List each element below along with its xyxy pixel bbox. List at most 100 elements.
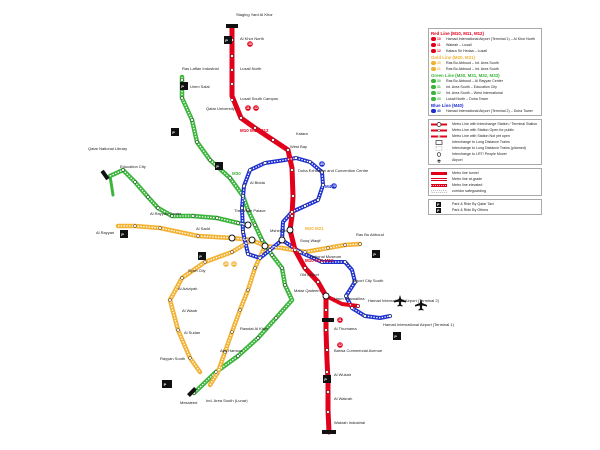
label-al-aziziyah[interactable]: Al Aziziyah bbox=[178, 286, 197, 291]
station-dot[interactable] bbox=[291, 194, 295, 198]
park-ride-icon[interactable] bbox=[372, 250, 380, 258]
park-ride-icon[interactable] bbox=[224, 36, 232, 44]
label-hamad-t1[interactable]: Hamad International Airport (Terminal 1) bbox=[383, 322, 455, 327]
station-dot[interactable] bbox=[326, 390, 330, 394]
station-dot[interactable] bbox=[256, 336, 260, 340]
station-dot[interactable] bbox=[320, 260, 324, 264]
station-dot[interactable] bbox=[280, 266, 284, 270]
label-barwa-commercial[interactable]: Barwa Commercial Avenue bbox=[334, 348, 383, 353]
interchange-station-dot[interactable] bbox=[286, 226, 294, 234]
label-al-rayyan-center[interactable]: Al Rayyan Center bbox=[150, 211, 182, 216]
station-dot[interactable] bbox=[350, 306, 354, 310]
station-dot[interactable] bbox=[344, 294, 348, 298]
station-dot[interactable] bbox=[316, 280, 320, 284]
interchange-station-dot[interactable] bbox=[228, 234, 236, 242]
label-west-bay[interactable]: West Bay bbox=[290, 144, 307, 149]
interchange-station-dot[interactable] bbox=[248, 236, 256, 244]
station-dot[interactable] bbox=[263, 161, 267, 165]
station-dot[interactable] bbox=[356, 304, 360, 308]
station-dot[interactable] bbox=[236, 354, 240, 358]
station-dot[interactable] bbox=[180, 96, 184, 100]
station-dot[interactable] bbox=[274, 316, 278, 320]
green-branch-north[interactable] bbox=[108, 174, 115, 197]
station-dot[interactable] bbox=[230, 68, 234, 72]
park-ride-icon[interactable] bbox=[323, 375, 331, 383]
station-dot[interactable] bbox=[268, 248, 272, 252]
station-dot[interactable] bbox=[353, 280, 357, 284]
station-dot[interactable] bbox=[253, 223, 257, 227]
station-dot[interactable] bbox=[188, 356, 192, 360]
station-dot[interactable] bbox=[363, 314, 367, 318]
station-dot[interactable] bbox=[121, 168, 125, 172]
station-dot[interactable] bbox=[290, 168, 294, 172]
label-qatar-national-library[interactable]: Qatar National Library bbox=[88, 146, 127, 151]
station-dot[interactable] bbox=[290, 210, 294, 214]
label-al-rayyan[interactable]: Al Rayyan bbox=[96, 230, 114, 235]
station-dot[interactable] bbox=[321, 183, 325, 187]
red-line-north[interactable] bbox=[229, 25, 329, 299]
station-dot[interactable] bbox=[324, 308, 328, 312]
station-dot[interactable] bbox=[388, 314, 392, 318]
red-line-airport-branch[interactable] bbox=[324, 294, 360, 308]
station-dot[interactable] bbox=[133, 180, 137, 184]
station-dot[interactable] bbox=[286, 148, 290, 152]
label-umm-salal[interactable]: Umm Salal bbox=[190, 84, 210, 89]
station-dot[interactable] bbox=[238, 308, 242, 312]
station-dot[interactable] bbox=[230, 250, 234, 254]
station-dot[interactable] bbox=[326, 246, 330, 250]
station-dot[interactable] bbox=[191, 214, 195, 218]
label-umm-ghuwailina[interactable]: Umm Ghuwailina bbox=[334, 296, 365, 301]
label-lusail-south[interactable]: Lusail South Campus bbox=[240, 96, 278, 101]
label-al-waab[interactable]: Al Waab bbox=[182, 308, 198, 313]
station-dot[interactable] bbox=[324, 328, 328, 332]
station-dot[interactable] bbox=[230, 82, 234, 86]
station-dot[interactable] bbox=[236, 221, 240, 225]
station-dot[interactable] bbox=[180, 78, 184, 82]
station-dot[interactable] bbox=[230, 54, 234, 58]
station-dot[interactable] bbox=[270, 253, 274, 257]
label-matar-qadeem[interactable]: Matar Qadeem bbox=[294, 288, 321, 293]
label-national-museum[interactable]: National Museum bbox=[310, 254, 342, 259]
station-dot[interactable] bbox=[208, 158, 212, 162]
label-al-sadd[interactable]: Al Sadd bbox=[196, 226, 210, 231]
station-dot[interactable] bbox=[298, 250, 302, 254]
station-dot[interactable] bbox=[228, 176, 232, 180]
station-dot[interactable] bbox=[316, 198, 320, 202]
label-rawdat-al-khail[interactable]: Rawdat Al Khail bbox=[240, 326, 268, 331]
label-white-palace[interactable]: The White Palace bbox=[234, 208, 266, 213]
station-dot[interactable] bbox=[156, 206, 160, 210]
label-education-city[interactable]: Education City bbox=[120, 164, 146, 169]
label-al-bidda[interactable]: Al Bidda bbox=[250, 180, 266, 185]
park-ride-icon[interactable] bbox=[393, 332, 401, 340]
station-dot[interactable] bbox=[239, 116, 243, 120]
park-ride-icon[interactable] bbox=[198, 252, 206, 260]
station-dot[interactable] bbox=[271, 138, 275, 142]
station-dot[interactable] bbox=[260, 238, 264, 242]
label-qatar-university[interactable]: Qatar University bbox=[206, 106, 235, 111]
red-line-south[interactable] bbox=[323, 293, 332, 435]
station-dot[interactable] bbox=[240, 206, 244, 210]
interchange-station-dot[interactable] bbox=[261, 242, 269, 250]
interchange-station-dot[interactable] bbox=[278, 236, 286, 244]
station-dot[interactable] bbox=[241, 194, 245, 198]
station-dot[interactable] bbox=[290, 214, 294, 218]
station-dot[interactable] bbox=[253, 126, 257, 130]
park-ride-icon[interactable] bbox=[171, 128, 179, 136]
label-al-wukair[interactable]: Al Wukair bbox=[334, 372, 352, 377]
label-sudan[interactable]: Al Sudan bbox=[184, 330, 200, 335]
park-ride-icon[interactable] bbox=[180, 82, 188, 90]
station-dot[interactable] bbox=[343, 243, 347, 247]
label-katara[interactable]: Katara bbox=[296, 131, 309, 136]
station-dot[interactable] bbox=[303, 204, 307, 208]
station-dot[interactable] bbox=[203, 260, 207, 264]
station-dot[interactable] bbox=[343, 260, 347, 264]
station-dot[interactable] bbox=[303, 266, 307, 270]
station-dot[interactable] bbox=[293, 248, 297, 252]
label-al-thumama[interactable]: Al Thumama bbox=[334, 326, 357, 331]
station-dot[interactable] bbox=[258, 256, 262, 260]
station-dot[interactable] bbox=[248, 168, 252, 172]
station-dot[interactable] bbox=[294, 156, 298, 160]
label-ras-laffan[interactable]: Ras Laffan Industrial bbox=[182, 66, 219, 71]
station-dot[interactable] bbox=[170, 214, 174, 218]
station-dot[interactable] bbox=[325, 348, 329, 352]
